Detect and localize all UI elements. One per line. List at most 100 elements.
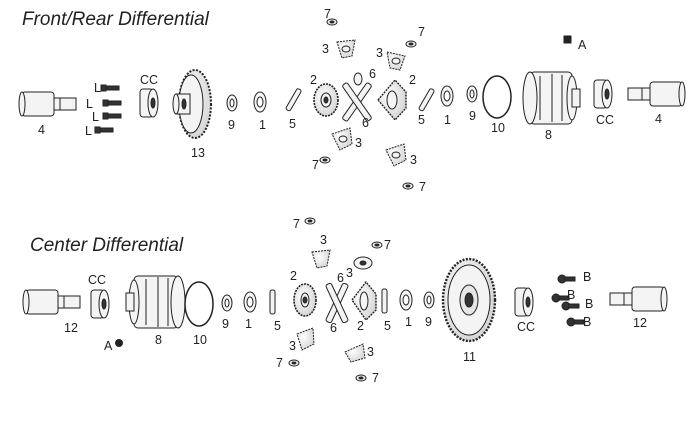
center-bearing-cc-left — [90, 289, 110, 319]
label-8: 8 — [545, 128, 552, 142]
center-pin-5-left — [269, 289, 276, 315]
center-label-7-c: 7 — [276, 356, 283, 370]
center-label-1-right: 1 — [405, 315, 412, 329]
center-bearing-cc-right — [514, 287, 534, 317]
label-7-top: 7 — [324, 7, 331, 21]
center-cross-pins-6 — [325, 282, 349, 324]
center-label-cc-right: CC — [517, 320, 535, 334]
center-outdrive-right — [609, 286, 668, 312]
label-4-left: 4 — [38, 123, 45, 137]
front-rear-title: Front/Rear Differential — [22, 9, 209, 30]
center-diff-gear-2-left — [293, 283, 317, 317]
center-title: Center Differential — [30, 235, 184, 256]
label-3-c: 3 — [355, 136, 362, 150]
label-3-b: 3 — [376, 46, 383, 60]
center-spider-gear-3a — [311, 249, 331, 269]
screws-l — [94, 84, 122, 134]
diff-gear-2-right — [377, 78, 407, 122]
center-label-a: A — [104, 339, 113, 353]
label-4-right: 4 — [655, 112, 662, 126]
label-cc-left: CC — [140, 73, 158, 87]
center-label-1-left: 1 — [245, 317, 252, 331]
center-label-11: 11 — [463, 350, 476, 364]
label-5-left: 5 — [289, 117, 296, 131]
label-2-left: 2 — [310, 73, 317, 87]
center-diff-case-8 — [125, 275, 186, 329]
center-label-3-b: 3 — [346, 266, 353, 280]
center-section — [22, 217, 668, 382]
center-spider-gear-3d — [344, 343, 366, 363]
center-label-9-right: 9 — [425, 315, 432, 329]
center-pin-5-right — [381, 288, 388, 314]
center-diff-gear-2-right — [351, 280, 377, 322]
label-l-4: L — [85, 124, 92, 138]
outdrive-right — [627, 81, 686, 107]
spur-gear-11 — [441, 257, 497, 343]
label-10: 10 — [491, 121, 505, 135]
center-label-10: 10 — [193, 333, 207, 347]
diff-gear-2-left — [313, 83, 339, 117]
center-label-6-bot: 6 — [330, 321, 337, 335]
screws-b — [551, 274, 585, 327]
center-label-6-top: 6 — [337, 271, 344, 285]
label-7-c: 7 — [312, 158, 319, 172]
label-a-top: A — [578, 38, 587, 52]
label-l-1: L — [94, 81, 101, 95]
label-9-left: 9 — [228, 118, 235, 132]
center-label-2-right: 2 — [357, 319, 364, 333]
front-rear-labels: 4 L L L L CC 13 9 1 5 2 7 3 3 7 6 2 6 3 … — [38, 7, 662, 194]
ring-gear-13 — [172, 69, 212, 139]
label-6-bot: 6 — [362, 116, 369, 130]
center-label-7-a: 7 — [293, 217, 300, 231]
spider-gear-3b — [386, 51, 406, 71]
center-outdrive-left — [22, 289, 81, 315]
center-label-b-3: B — [585, 297, 593, 311]
spider-gear-3c — [331, 127, 353, 151]
label-l-3: L — [92, 110, 99, 124]
center-label-12-right: 12 — [633, 316, 647, 330]
center-label-b-1: B — [583, 270, 591, 284]
spider-gear-3d — [385, 143, 407, 167]
center-label-12-left: 12 — [64, 321, 78, 335]
center-spider-gear-3c — [296, 327, 315, 351]
center-label-7-d: 7 — [372, 371, 379, 385]
bearing-cc-left — [139, 88, 159, 118]
pin-5-left — [285, 88, 302, 112]
label-9-right: 9 — [469, 109, 476, 123]
pin-5-right — [418, 88, 435, 112]
label-1-left: 1 — [259, 118, 266, 132]
label-l-2: L — [86, 97, 93, 111]
label-1-right: 1 — [444, 113, 451, 127]
center-label-5-right: 5 — [384, 319, 391, 333]
label-cc-right: CC — [596, 113, 614, 127]
label-6-top: 6 — [369, 67, 376, 81]
label-2-right: 2 — [409, 73, 416, 87]
cross-pins-6 — [342, 82, 372, 122]
o-ring-10 — [482, 75, 512, 119]
label-7-d: 7 — [419, 180, 426, 194]
center-label-3-a: 3 — [320, 233, 327, 247]
front-rear-section — [18, 18, 686, 190]
label-5-right: 5 — [418, 113, 425, 127]
center-labels: CC 12 A 8 10 9 1 5 2 7 3 7 6 3 6 2 5 1 9… — [64, 217, 647, 385]
center-label-cc-left: CC — [88, 273, 106, 287]
center-label-b-4: B — [583, 315, 591, 329]
center-o-ring-10 — [184, 281, 214, 327]
label-13: 13 — [191, 146, 205, 160]
label-3-d: 3 — [410, 153, 417, 167]
outdrive-left — [18, 91, 77, 117]
center-label-3-c: 3 — [289, 339, 296, 353]
center-label-2-left: 2 — [290, 269, 297, 283]
diff-case-8 — [522, 71, 581, 125]
center-label-9-left: 9 — [222, 317, 229, 331]
center-label-8: 8 — [155, 333, 162, 347]
center-label-5-left: 5 — [274, 319, 281, 333]
label-7-b: 7 — [418, 25, 425, 39]
center-label-b-2: B — [567, 288, 575, 302]
part-a-bottom — [115, 339, 123, 347]
part-a-top — [563, 35, 572, 44]
bearing-cc-right — [593, 79, 613, 109]
center-label-7-b: 7 — [384, 238, 391, 252]
